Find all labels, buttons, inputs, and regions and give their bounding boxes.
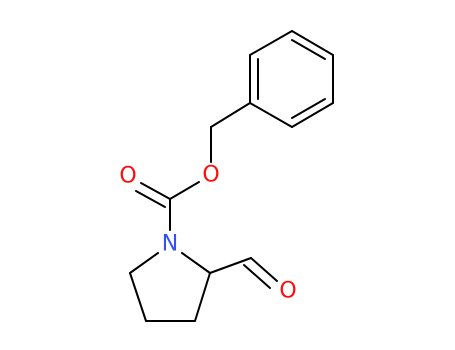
benzene-bond-1 bbox=[291, 30, 334, 56]
ring-nitrogen-label: N bbox=[162, 232, 178, 257]
carbonyl-oxygen-label: O bbox=[119, 164, 136, 189]
benzyl-bond bbox=[210, 102, 251, 128]
benzene-inner-bond-1 bbox=[291, 39, 326, 60]
ring-bond-n-c5 bbox=[129, 252, 159, 274]
oxygen-carbonyl-bond bbox=[169, 181, 200, 200]
ring-bond-c3-c2 bbox=[194, 272, 211, 322]
benzene-ring bbox=[249, 30, 334, 128]
aldehyde-double-bond-2 bbox=[243, 264, 271, 289]
aldehyde-double-bond-1 bbox=[250, 257, 278, 282]
benzene-bond-4 bbox=[249, 102, 293, 128]
carbonyl-double-bond-2 bbox=[135, 190, 166, 208]
pyrrolidine-ring bbox=[129, 252, 211, 322]
ring-aldehyde-bond bbox=[209, 257, 252, 274]
ring-bond-c2-n bbox=[181, 252, 211, 274]
ring-bond-c5-c4 bbox=[129, 272, 147, 322]
benzene-inner-bond-2 bbox=[291, 98, 326, 119]
ester-oxygen-label: O bbox=[202, 163, 219, 188]
carbonyl-double-bond-1 bbox=[140, 182, 171, 200]
aldehyde-oxygen-label: O bbox=[279, 279, 296, 304]
benzene-bond-6 bbox=[249, 30, 293, 56]
benzene-bond-3 bbox=[291, 102, 334, 128]
